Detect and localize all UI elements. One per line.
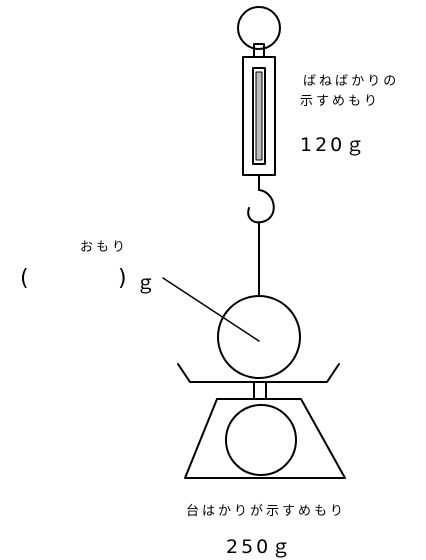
platform-scale-reading: 250ｇ bbox=[226, 536, 294, 558]
spring-scale-hook bbox=[247, 189, 275, 224]
spring-scale-indicator bbox=[255, 71, 263, 161]
spring-scale bbox=[237, 6, 281, 224]
spring-scale-window bbox=[252, 67, 266, 165]
platform-scale-label: 台はかりが示すめもり bbox=[186, 504, 347, 519]
weight-paren-open: ( bbox=[20, 266, 29, 291]
spring-scale-top-ring bbox=[237, 6, 281, 50]
weight-ball bbox=[217, 295, 301, 379]
weight-paren-close: ) bbox=[118, 266, 127, 291]
weight-label: おもり bbox=[80, 240, 129, 255]
weight-pointer-line bbox=[162, 277, 260, 342]
platform-scale-post bbox=[253, 381, 267, 400]
platform-scale bbox=[177, 363, 346, 479]
weight-unit: ｇ bbox=[136, 272, 159, 294]
spring-scale-label-line2: 示すめもり bbox=[300, 94, 381, 109]
spring-scale-neck bbox=[253, 43, 265, 58]
spring-scale-reading: 120ｇ bbox=[300, 134, 368, 156]
platform-scale-tray bbox=[177, 363, 340, 383]
spring-scale-label-line1: ばねばかりの bbox=[303, 74, 400, 89]
platform-scale-base bbox=[184, 398, 346, 479]
platform-scale-dial bbox=[225, 404, 297, 476]
